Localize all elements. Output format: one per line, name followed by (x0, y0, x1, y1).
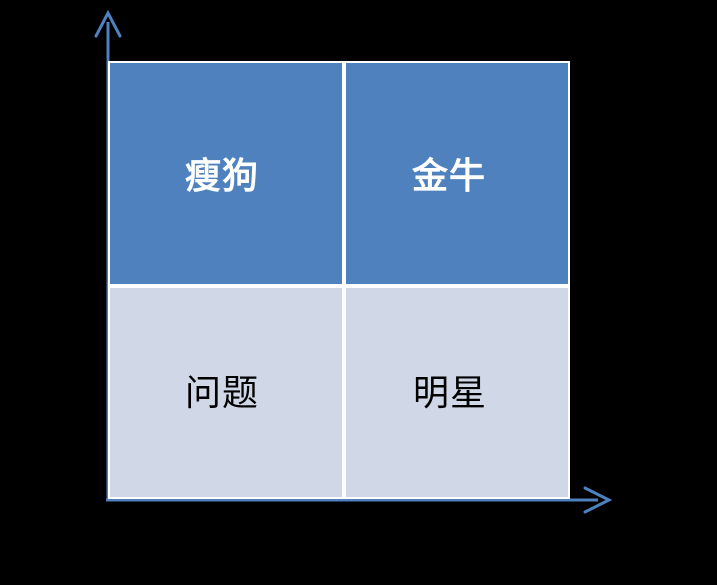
matrix-grid: 瘦狗 金牛 问题 明星 (108, 61, 570, 499)
quadrant-top-left-label: 瘦狗 (184, 154, 259, 196)
quadrant-bottom-left[interactable]: 问题 (108, 286, 344, 499)
quadrant-top-right-label: 金牛 (411, 154, 486, 196)
arrow-up-icon (94, 9, 122, 38)
quadrant-bottom-right[interactable]: 明星 (344, 286, 570, 499)
quadrant-top-right[interactable]: 金牛 (344, 61, 570, 286)
quadrant-bottom-left-label: 问题 (184, 371, 259, 413)
quadrant-bottom-right-label: 明星 (412, 371, 487, 413)
arrow-right-icon (583, 486, 613, 514)
quadrant-top-left[interactable]: 瘦狗 (108, 61, 344, 286)
